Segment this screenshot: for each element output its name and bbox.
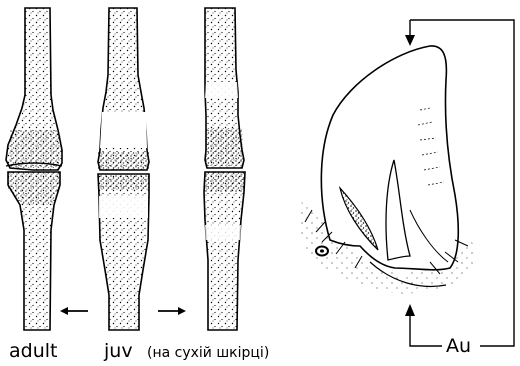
- ear-drawing: [300, 46, 478, 294]
- dry-skin-bone: [204, 8, 245, 330]
- right-arrow: [158, 307, 186, 315]
- left-arrow: [60, 307, 88, 315]
- label-juv: juv: [103, 340, 133, 362]
- label-adult: adult: [9, 340, 57, 362]
- adult-bone: [6, 8, 62, 330]
- label-au: Au: [446, 335, 471, 357]
- juvenile-bone: [98, 8, 149, 330]
- label-dry-skin-note: (на сухій шкірці): [147, 345, 269, 361]
